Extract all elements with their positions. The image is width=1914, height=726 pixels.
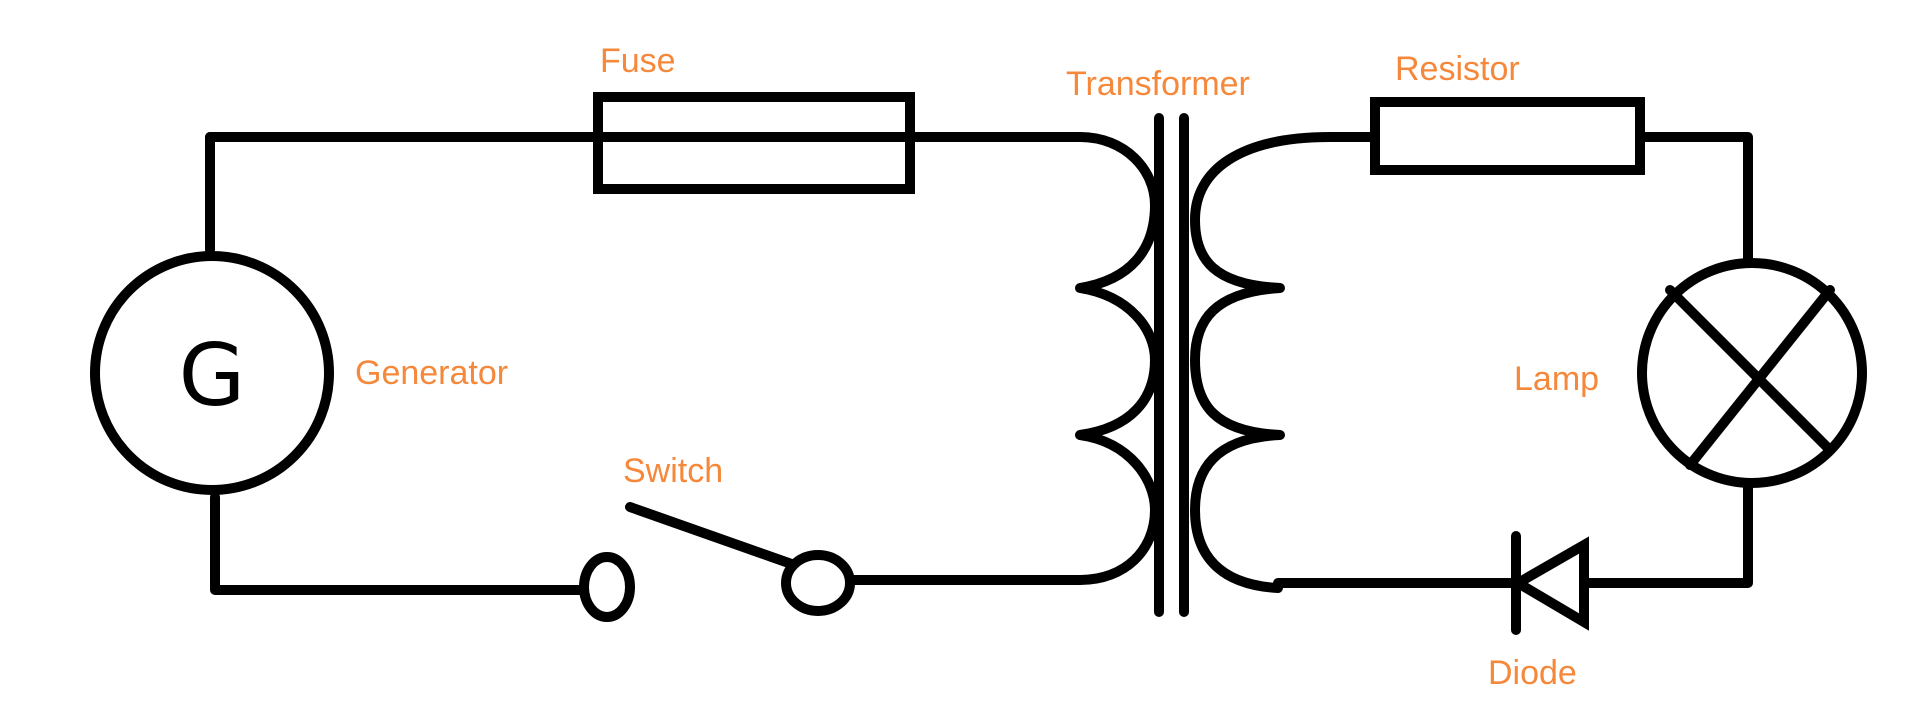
- lamp-cross-b: [1685, 285, 1835, 470]
- switch-contact-right: [781, 550, 855, 616]
- resistor: [1370, 97, 1645, 175]
- wire-resistor-to-lamp: [1635, 132, 1753, 267]
- switch-lever: [625, 502, 805, 572]
- wire-generator-to-switch: [210, 492, 588, 595]
- switch-label: Switch: [623, 452, 723, 490]
- diode: [1508, 531, 1589, 635]
- transformer: [1075, 113, 1335, 617]
- generator-label: Generator: [355, 354, 508, 392]
- resistor-label: Resistor: [1395, 50, 1520, 88]
- fuse: [593, 92, 917, 194]
- switch: [579, 502, 855, 622]
- transformer-secondary-coil: [1190, 132, 1335, 593]
- transformer-label: Transformer: [1066, 65, 1250, 103]
- primary-wires: [205, 132, 1085, 595]
- generator-symbol: G: [179, 326, 246, 426]
- resistor-body: [1370, 97, 1645, 175]
- lamp: [1637, 258, 1867, 488]
- diode-label: Diode: [1488, 654, 1577, 692]
- switch-contact-left: [579, 552, 635, 622]
- diode-triangle: [1508, 536, 1589, 631]
- wire-lamp-to-diode: [1577, 480, 1753, 588]
- fuse-body: [593, 92, 915, 194]
- secondary-wires: [1273, 132, 1753, 588]
- labels: Fuse Transformer Resistor Generator Swit…: [355, 42, 1599, 692]
- generator-circle: [90, 251, 334, 495]
- generator: G: [90, 251, 334, 495]
- lamp-cross-a: [1665, 285, 1835, 455]
- lamp-label: Lamp: [1514, 360, 1599, 398]
- transformer-primary-coil: [1075, 132, 1160, 585]
- fuse-label: Fuse: [600, 42, 676, 80]
